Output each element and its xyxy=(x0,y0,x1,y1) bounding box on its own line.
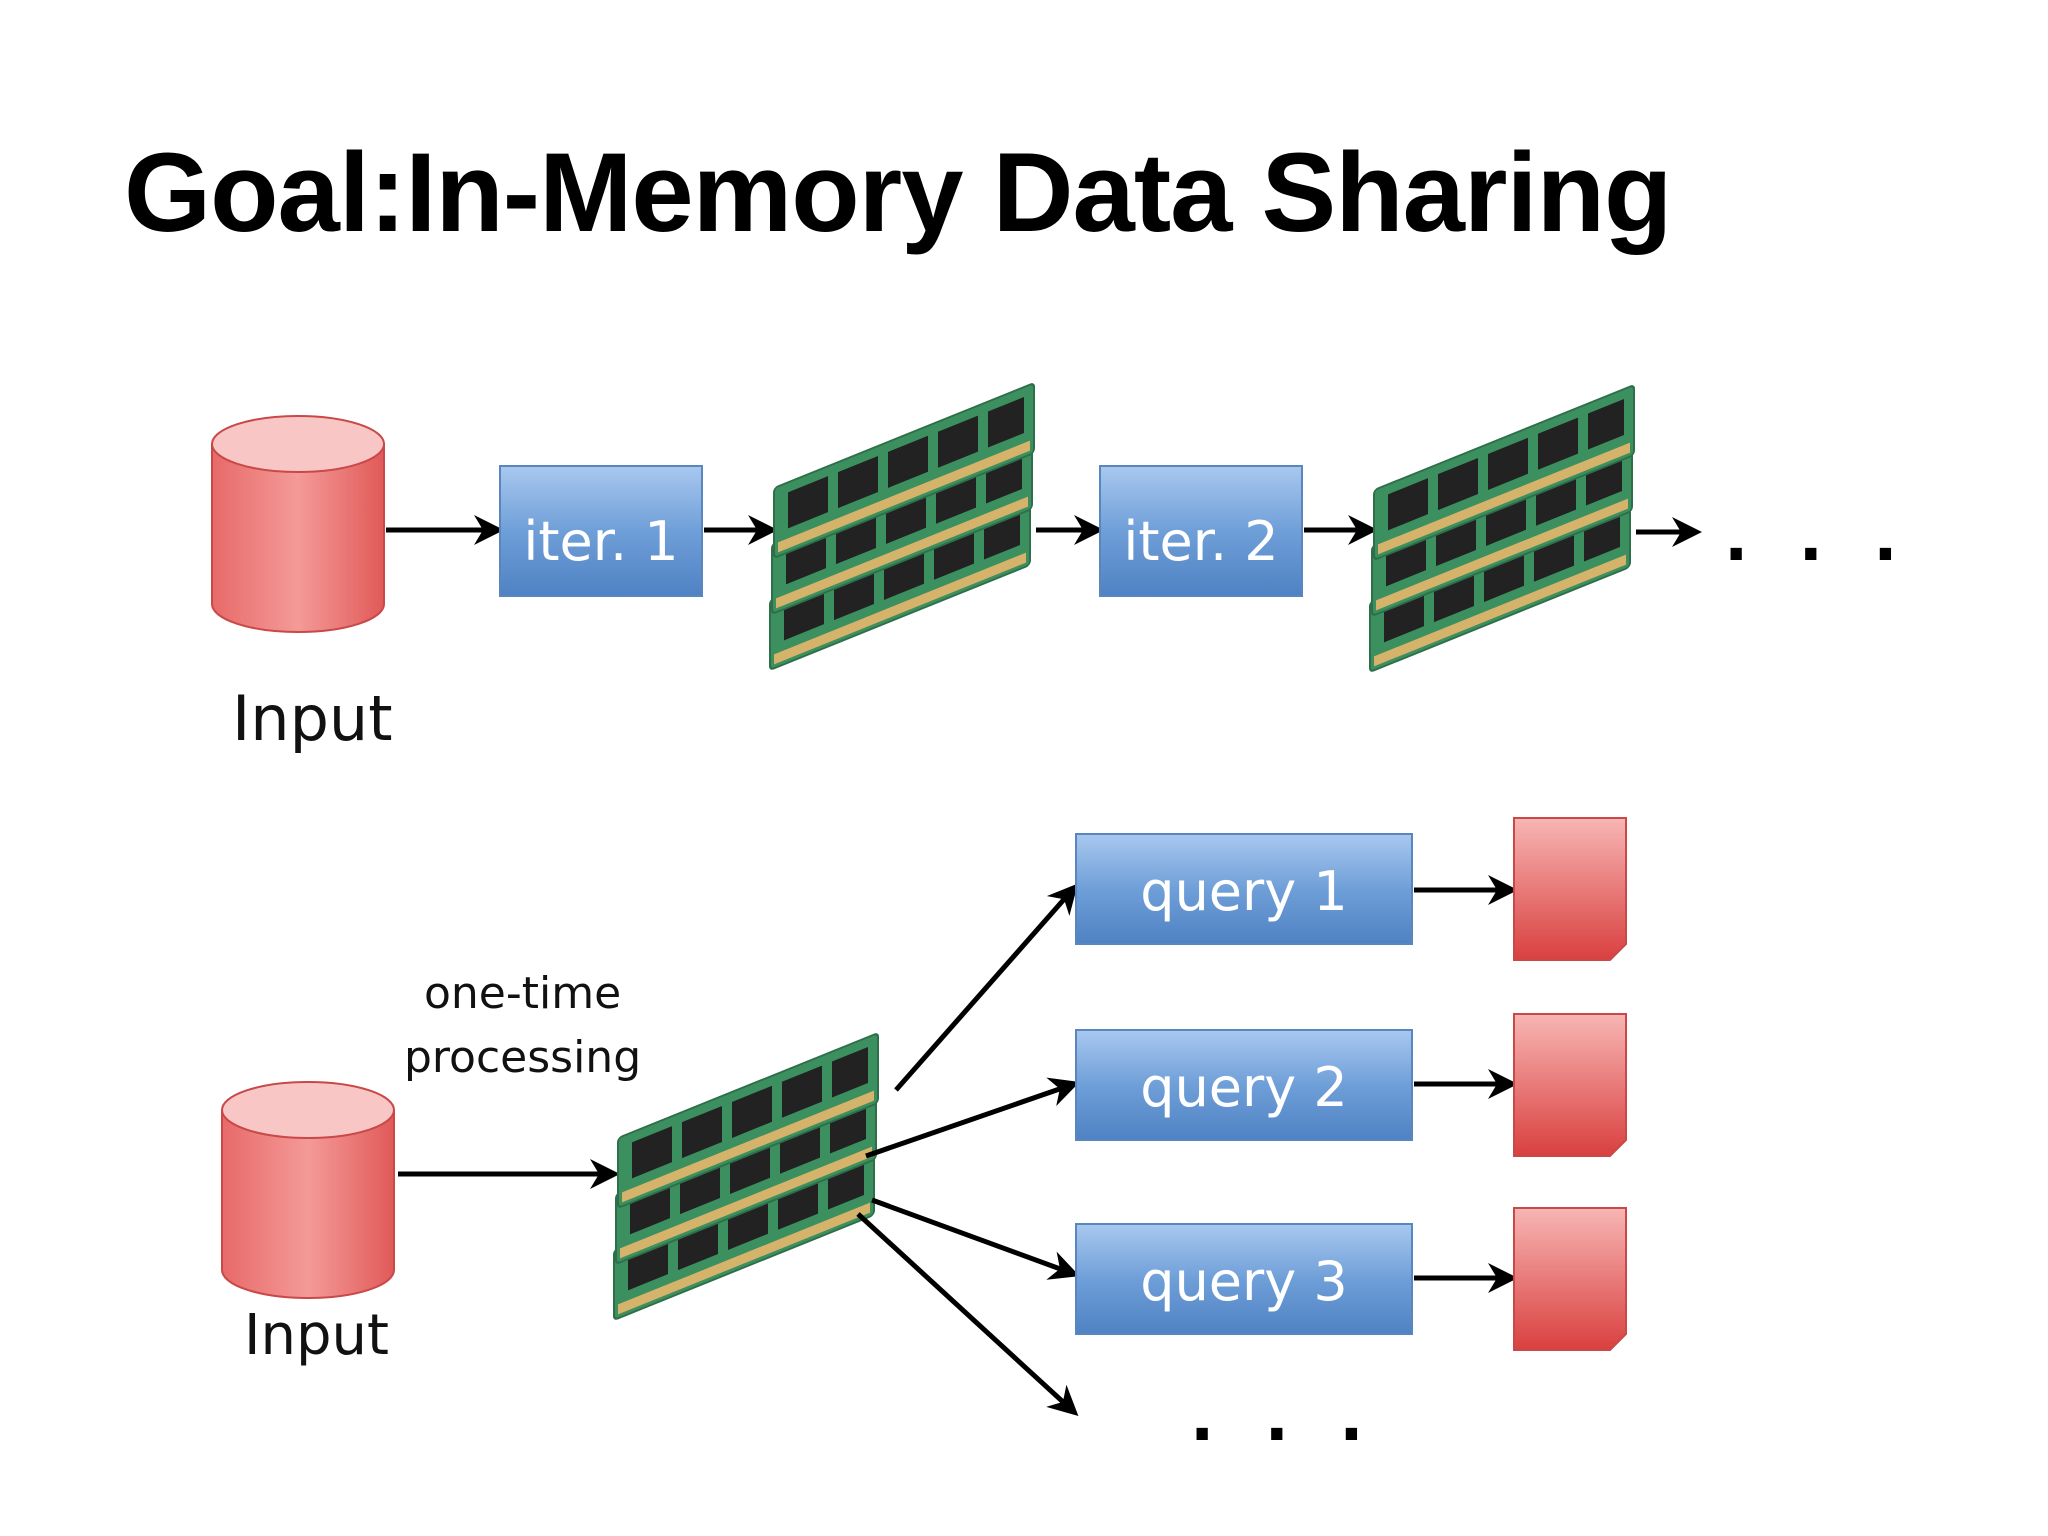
query1-label: query 1 xyxy=(1140,860,1347,923)
arrow-ram-to-query1 xyxy=(894,883,1078,1092)
query3-label: query 3 xyxy=(1140,1250,1347,1313)
top-input-cylinder xyxy=(211,415,385,633)
iter2-box[interactable]: iter. 2 xyxy=(1099,465,1303,597)
result-doc-1-icon xyxy=(1513,817,1627,961)
bottom-input-label: Input xyxy=(244,1303,389,1368)
query1-box[interactable]: query 1 xyxy=(1075,833,1413,945)
top-ellipsis: . . . xyxy=(1724,502,1912,576)
result-doc-2-icon xyxy=(1513,1013,1627,1157)
iter1-label: iter. 1 xyxy=(523,510,678,573)
bottom-ellipsis: . . . xyxy=(1190,1382,1378,1456)
result-doc-3-icon xyxy=(1513,1207,1627,1351)
arrow-ram-to-query3 xyxy=(871,1197,1080,1280)
ram-stack-2 xyxy=(1370,385,1634,672)
query2-label: query 2 xyxy=(1140,1056,1347,1119)
bottom-input-cylinder xyxy=(221,1081,395,1299)
iter1-box[interactable]: iter. 1 xyxy=(499,465,703,597)
ram-stack-3 xyxy=(614,1033,878,1320)
ram-stack-1 xyxy=(770,383,1034,670)
arrow-ram-to-more xyxy=(856,1212,1079,1417)
slide-title: Goal:In-Memory Data Sharing xyxy=(124,130,1672,255)
iter2-label: iter. 2 xyxy=(1123,510,1278,573)
query3-box[interactable]: query 3 xyxy=(1075,1223,1413,1335)
arrow-ram-to-query2 xyxy=(865,1077,1080,1159)
top-input-label: Input xyxy=(232,682,393,755)
processing-label-line1: one-time xyxy=(424,968,621,1019)
processing-label-line2: processing xyxy=(404,1032,641,1083)
query2-box[interactable]: query 2 xyxy=(1075,1029,1413,1141)
